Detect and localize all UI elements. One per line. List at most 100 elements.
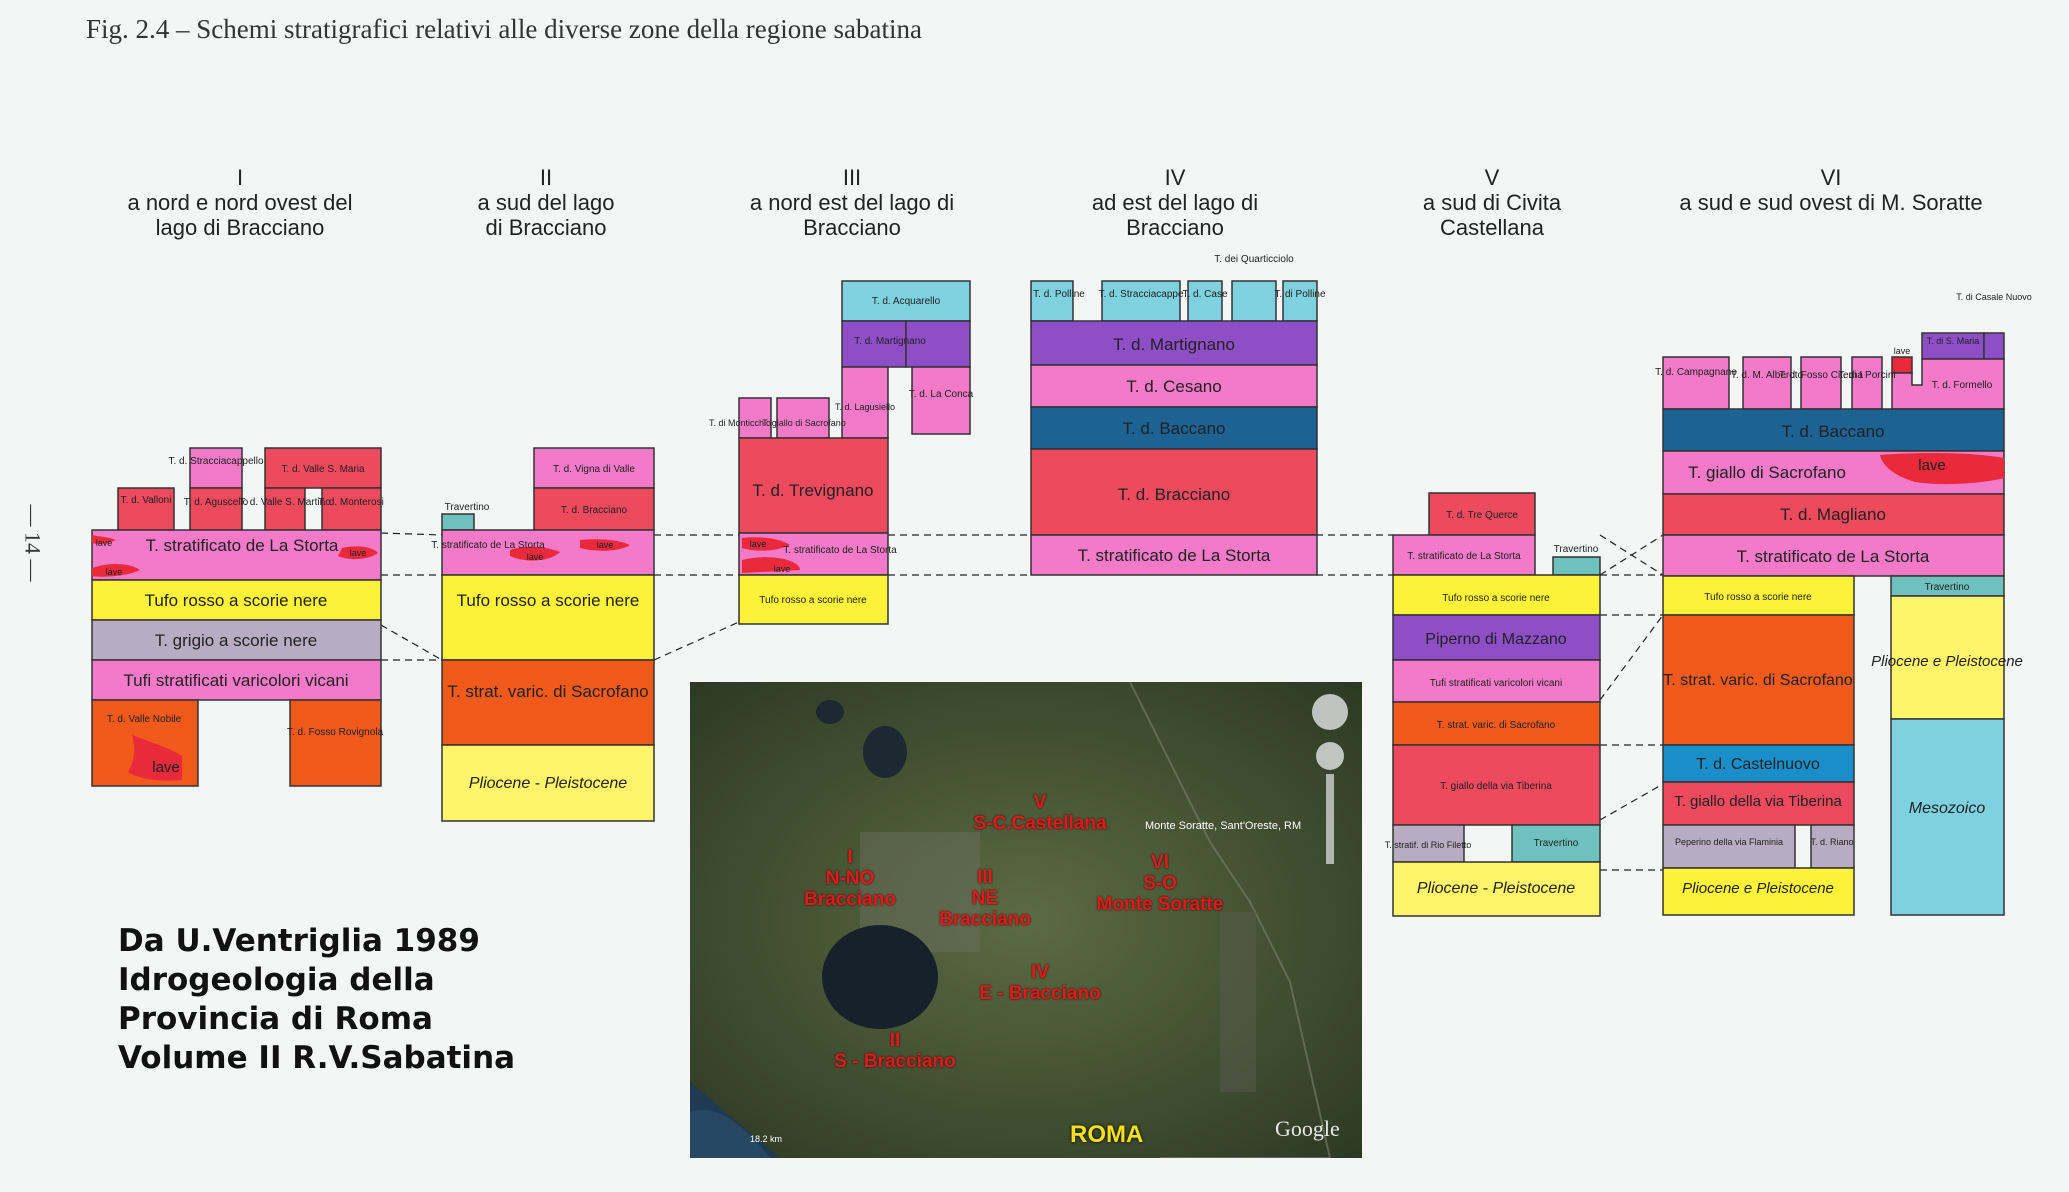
label-sacrofano: T. strat. varic. di Sacrofano	[447, 682, 648, 701]
label-valle-nobile: T. d. Valle Nobile	[107, 714, 182, 725]
layer-campagnano	[1662, 356, 1730, 410]
label-martignano: T. d. Martignano	[1113, 335, 1235, 354]
layer-monterosi	[321, 487, 382, 531]
layer-piperno	[1392, 614, 1601, 661]
column-1-strata: T. d. Valloni T. d. Stracciacappello T. …	[91, 447, 384, 787]
label-cesano: T. d. Cesano	[1126, 377, 1221, 396]
layer-s-maria	[1921, 332, 1985, 360]
source-line: Idrogeologia della	[118, 962, 435, 998]
label-lave: lave	[350, 548, 367, 558]
column-3-strata: T. d. Acquarello T. d. Martignano T. d. …	[709, 280, 974, 625]
layer-baccano	[1662, 408, 2005, 452]
label-travertino: Travertino	[1554, 544, 1599, 555]
label-tufo-rosso: Tufo rosso a scorie nere	[1704, 592, 1812, 603]
label-travertino: Travertino	[1925, 582, 1970, 593]
google-watermark: Google	[1275, 1116, 1340, 1141]
layer-baccano	[1030, 406, 1318, 450]
layer-polline-2	[1282, 280, 1318, 322]
label-valloni: T. d. Valloni	[121, 495, 172, 506]
lava-body	[1880, 453, 2004, 485]
lake-bracciano	[822, 925, 938, 1029]
lava-lens	[338, 546, 378, 560]
column-title: a nord est del lago di Bracciano	[749, 190, 955, 240]
layer-storta	[1662, 534, 2005, 577]
label-lave: lave	[774, 564, 791, 574]
label-la-conca: T. d. La Conca	[909, 389, 974, 400]
layer-bracciano	[1030, 448, 1318, 536]
lava-lens	[510, 546, 560, 561]
label-peperino: Peperino della via Flaminia	[1675, 837, 1783, 847]
column-title: a nord e nord ovest del lago di Braccian…	[127, 190, 353, 240]
label-vigna-di-valle: T. d. Vigna di Valle	[553, 464, 635, 475]
label-storta: T. stratificato de La Storta	[783, 545, 897, 556]
layer-tufo-rosso	[738, 574, 889, 625]
label-tre-querce: T. d. Tre Querce	[1446, 510, 1518, 521]
label-lave: lave	[527, 552, 544, 562]
layer-tre-querce	[1428, 492, 1536, 536]
lava-lens	[742, 537, 790, 551]
label-valle-s-maria: T. d. Valle S. Maria	[281, 464, 365, 475]
layer-riano	[1810, 824, 1855, 869]
column-4-strata: T. d. Polline T. d. Stracciacappe T. d. …	[1030, 254, 1326, 576]
label-storta: T. stratificato de La Storta	[431, 540, 545, 551]
label-tufo-rosso: Tufo rosso a scorie nere	[759, 595, 867, 606]
label-valle-s-martino: T. d. Valle S. Martino	[239, 497, 331, 508]
layer-bracciano	[533, 487, 655, 531]
label-case: T. d. Case	[1182, 289, 1227, 300]
column-5-strata: T. d. Tre Querce T. stratificato de La S…	[1385, 492, 1601, 917]
label-pliocene: Pliocene - Pleistocene	[1417, 880, 1575, 897]
column-numeral: I	[236, 165, 244, 190]
source-note: Da U.Ventriglia 1989 Idrogeologia della …	[118, 922, 515, 1078]
correlation-lines	[380, 532, 1664, 871]
map-place-label: Monte Soratte, Sant'Oreste, RM	[1145, 820, 1302, 832]
layer-quarticciolo	[1231, 280, 1277, 322]
column-numeral: IV	[1164, 165, 1186, 190]
layer-valle-s-maria	[264, 447, 382, 489]
layer-acquarello	[841, 280, 971, 322]
layer-pliocene	[441, 744, 655, 822]
label-lave: lave	[1894, 346, 1911, 356]
layer-stracciacappe	[1101, 280, 1181, 322]
label-baccano: T. d. Baccano	[1781, 422, 1884, 441]
layer-fosso-rovignola	[289, 699, 382, 787]
map-nav-control	[1312, 694, 1348, 730]
label-stracciacappello: T. d. Stracciacappello	[168, 456, 263, 467]
label-mesozoico: Mesozoico	[1909, 800, 1986, 817]
label-pliocene-left: Pliocene e Pleistocene	[1682, 880, 1834, 897]
label-bracciano: T. d. Bracciano	[1118, 485, 1230, 504]
map-label-IV: IV E - Bracciano	[979, 962, 1101, 1004]
layer-varicolori	[1392, 659, 1601, 703]
lava-lens	[92, 535, 116, 544]
layer-storta	[1392, 534, 1536, 576]
label-storta: T. stratificato de La Storta	[1737, 547, 1930, 566]
label-lave: lave	[152, 759, 180, 776]
layer-pliocene	[1392, 861, 1601, 917]
label-giallo-sacrofano: T. giallo di Sacrofano	[762, 418, 846, 428]
column-heading-6: VI a sud e sud ovest di M. Soratte	[1650, 165, 2012, 215]
layer-giallo-tiberina	[1662, 781, 1855, 826]
layer-stracciacappello	[189, 447, 243, 489]
column-title: ad est del lago di Bracciano	[1091, 190, 1259, 240]
layer-varicolori-vicani	[91, 659, 382, 701]
label-giallo-tiberina: T. giallo della via Tiberina	[1674, 793, 1842, 810]
label-storta: T. stratificato de La Storta	[1407, 551, 1521, 562]
label-tufo-rosso: Tufo rosso a scorie nere	[1442, 593, 1550, 604]
map-label-VI: VI S-O Monte Soratte	[1096, 852, 1224, 915]
column-heading-4: IV ad est del lago di Bracciano	[1070, 165, 1280, 240]
layer-cesano	[1030, 364, 1318, 408]
label-travertino-2: Travertino	[1534, 838, 1579, 849]
label-storta: T. stratificato de La Storta	[146, 536, 339, 555]
map-city-label: ROMA	[1070, 1121, 1144, 1148]
map-label-III: III NE Bracciano	[939, 867, 1031, 930]
layer-giallo-sacrofano	[776, 397, 830, 439]
layer-tufo-rosso	[441, 574, 655, 661]
satellite-map[interactable]: I N-NO Bracciano II S - Bracciano III NE…	[690, 682, 1362, 1158]
layer-trevignano	[738, 437, 889, 534]
figure-caption: Fig. 2.4 – Schemi stratigrafici relativi…	[86, 14, 922, 44]
layer-fosso-citerna	[1800, 356, 1842, 410]
label-campagnano: T. d. Campagnano	[1655, 367, 1737, 378]
layer-tufo-rosso	[1662, 575, 1855, 616]
label-bracciano: T. d. Bracciano	[561, 505, 628, 516]
label-baccano: T. d. Baccano	[1122, 419, 1225, 438]
layer-storta	[91, 529, 382, 581]
